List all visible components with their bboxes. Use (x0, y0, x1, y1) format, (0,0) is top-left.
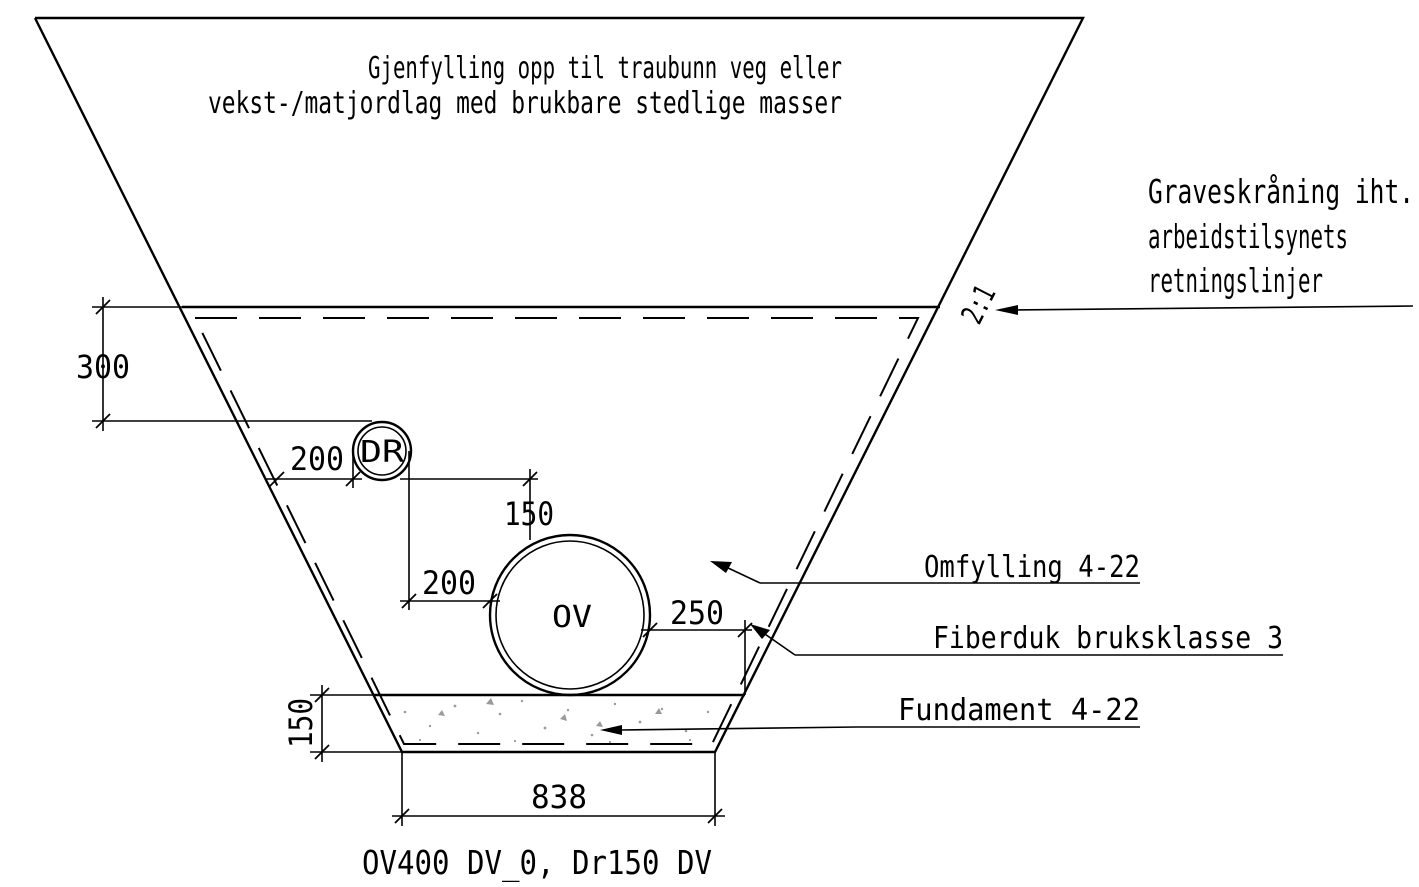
dim-ov-left-clearance: 200 (400, 564, 500, 609)
storm-pipe: OV (488, 533, 652, 697)
dim-bedding-thickness: 150 (282, 685, 402, 762)
label-geotextile: Fiberduk bruksklasse 3 (933, 621, 1283, 656)
label-pipe-surround: Omfylling 4-22 (924, 550, 1140, 585)
leader-pipe-surround: Omfylling 4-22 (710, 550, 1140, 585)
geotextile-dashed-outline (194, 317, 920, 745)
leader-foundation: Fundament 4-22 (600, 693, 1140, 735)
slope-ratio-label: 2:1 (955, 280, 1003, 330)
dim-ov-right-clearance-label: 250 (670, 594, 724, 632)
slope-note-line1: Graveskråning iht. (1148, 172, 1414, 211)
dim-trench-bottom-width-label: 838 (531, 778, 587, 816)
excavation-outline (33, 16, 1085, 754)
slope-leader-arrowhead (995, 305, 1018, 315)
drain-pipe-label: DR (360, 435, 405, 470)
drawing-caption: OV400 DV_0, Dr150 DV (362, 843, 712, 883)
label-foundation: Fundament 4-22 (898, 693, 1140, 728)
dim-dr-ov-offset-label: 150 (504, 495, 554, 533)
dim-dr-side-clearance: 200 (266, 440, 362, 488)
leader-geotextile: Fiberduk bruksklasse 3 (750, 621, 1283, 656)
slope-note-line3: retningslinjer (1148, 261, 1323, 300)
dim-cover-depth-label: 300 (76, 348, 130, 386)
backfill-note-line1: Gjenfylling opp til traubunn veg eller (368, 51, 842, 86)
dim-dr-side-clearance-label: 200 (290, 440, 344, 478)
backfill-note-line2: vekst-/matjordlag med brukbare stedlige … (208, 86, 842, 121)
dim-dr-ov-offset: 150 (400, 451, 554, 610)
storm-pipe-label: OV (552, 600, 592, 635)
dim-ov-left-clearance-label: 200 (422, 564, 476, 602)
foundation-hatch (403, 698, 710, 744)
dim-bedding-thickness-label: 150 (282, 698, 320, 748)
slope-note-line2: arbeidstilsynets (1148, 217, 1348, 256)
dim-cover-depth: 300 (76, 297, 372, 431)
dim-ov-right-clearance: 250 (641, 594, 753, 695)
dim-trench-bottom-width: 838 (392, 752, 725, 826)
slope-leader-line (1011, 305, 1414, 311)
drain-pipe: DR (351, 420, 413, 482)
